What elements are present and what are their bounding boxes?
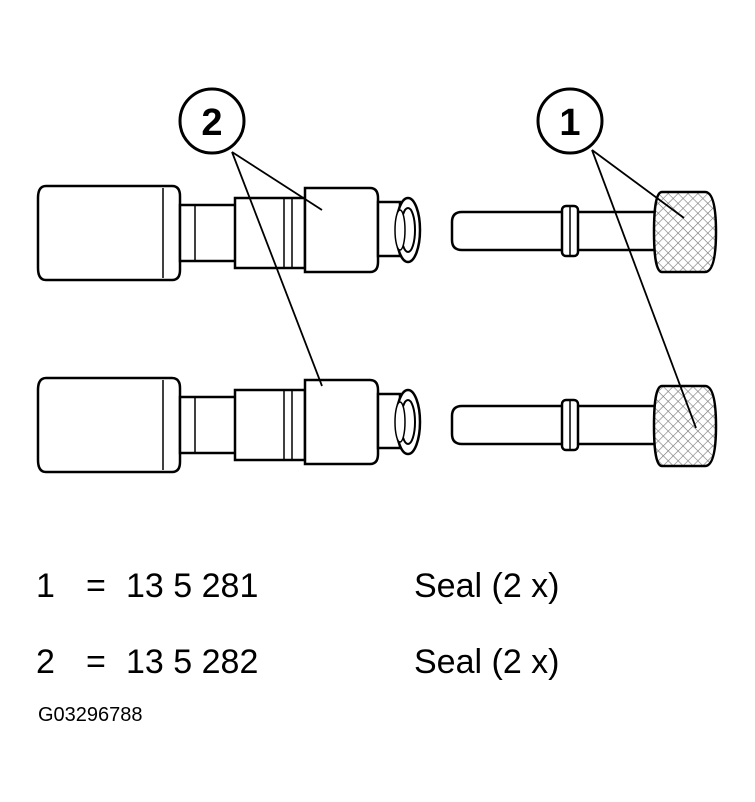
callout-2-label: 2 bbox=[201, 102, 222, 144]
leader-2-to-bottom-sleeve bbox=[231, 151, 323, 387]
seal-installer-tool-bottom bbox=[36, 376, 422, 474]
legend-equals: = bbox=[86, 643, 106, 681]
legend-description: Seal (2 x) bbox=[414, 567, 560, 605]
figure-id: G03296788 bbox=[38, 704, 143, 726]
legend-part-number: 13 5 281 bbox=[126, 567, 259, 605]
callout-1: 1 bbox=[536, 87, 604, 155]
seal-pin-tool-top bbox=[450, 190, 718, 274]
leader-2-to-top-sleeve bbox=[231, 151, 323, 211]
legend-equals: = bbox=[86, 567, 106, 605]
parts-diagram: 2 1 bbox=[36, 87, 718, 474]
legend-part-number: 13 5 282 bbox=[126, 643, 259, 681]
legend-number: 1 bbox=[36, 567, 55, 605]
callout-1-label: 1 bbox=[559, 102, 580, 144]
callout-leader-lines bbox=[231, 149, 697, 429]
legend-description: Seal (2 x) bbox=[414, 643, 560, 681]
leader-1-to-top-seal bbox=[591, 149, 685, 219]
leader-1-to-bottom-seal bbox=[591, 149, 697, 429]
legend-row-1: 1 = 13 5 281 Seal (2 x) bbox=[0, 561, 755, 611]
callout-2: 2 bbox=[178, 87, 246, 155]
legend-row-2: 2 = 13 5 282 Seal (2 x) bbox=[0, 637, 755, 687]
seal-installer-tool-top bbox=[36, 184, 422, 282]
legend-number: 2 bbox=[36, 643, 55, 681]
seal-pin-tool-bottom bbox=[450, 384, 718, 468]
